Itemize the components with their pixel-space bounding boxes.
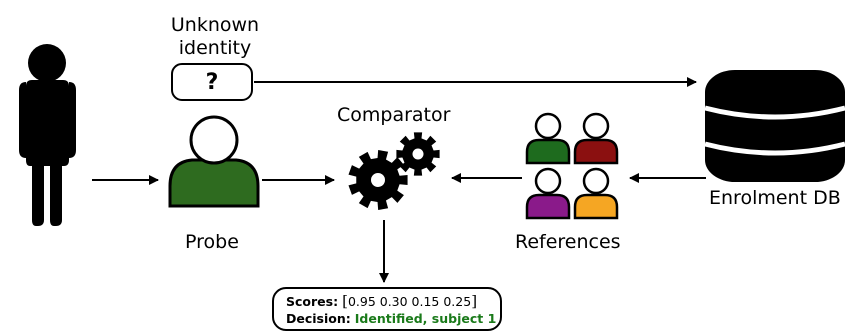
query-symbol: ? (205, 69, 219, 95)
gears-icon (348, 132, 440, 210)
scores-values: 0.95 0.30 0.15 0.25 (347, 294, 472, 309)
probe-user-icon (168, 115, 260, 208)
reference-user-icon (525, 167, 571, 220)
scores-line: Scores: [0.95 0.30 0.15 0.25] (286, 292, 500, 311)
person-silhouette-icon (19, 44, 76, 226)
gear-hole (412, 148, 424, 160)
decision-label: Decision: (286, 310, 351, 326)
reference-user-icon (525, 112, 571, 165)
references-group-icon (525, 112, 619, 220)
scores-close-bracket: ] (471, 292, 478, 310)
reference-user-icon (573, 112, 619, 165)
query-box (171, 63, 253, 101)
gear-hole (371, 173, 385, 187)
reference-user-icon (573, 167, 619, 220)
scores-open-bracket: [ (342, 292, 348, 310)
decision-value: Identified, subject 1 (354, 310, 497, 326)
probe-label: Probe (185, 231, 239, 253)
scores-label: Scores: (286, 294, 339, 309)
database-icon (704, 70, 846, 182)
enrolment-db-label: Enrolment DB (709, 187, 841, 209)
result-box: Scores: [0.95 0.30 0.15 0.25] Decision: … (272, 287, 502, 331)
comparator-label: Comparator (337, 104, 451, 126)
decision-line: Decision: Identified, subject 1 (286, 311, 500, 327)
references-label: References (515, 231, 621, 253)
